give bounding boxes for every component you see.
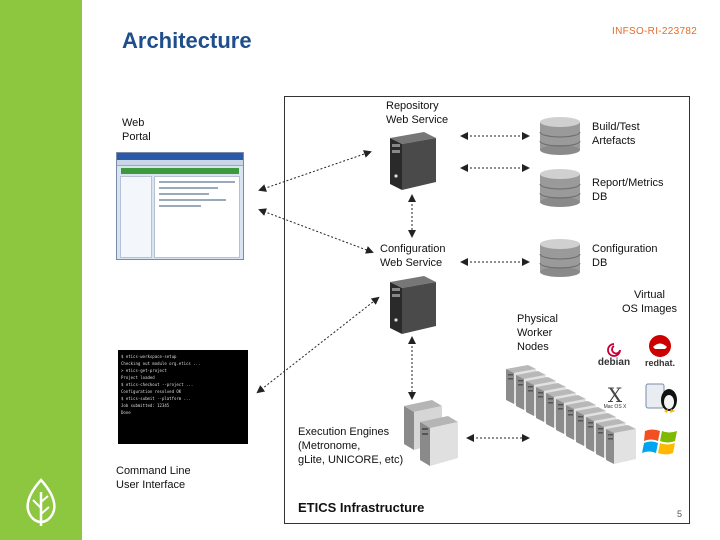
page-number: 5 — [677, 509, 683, 519]
build-test-label: Build/Test Artefacts — [592, 121, 640, 147]
command-line-label: Command Line User Interface — [116, 465, 191, 491]
repository-server-icon — [390, 132, 436, 190]
page-title: Architecture — [122, 28, 252, 53]
redhat-shadowman-icon — [649, 335, 671, 357]
worker-nodes-cluster-icon — [506, 365, 636, 464]
web-portal-label: Web Portal — [122, 117, 151, 143]
configuration-server-icon — [390, 276, 436, 334]
portal-tree-panel — [120, 176, 152, 258]
execution-servers-icon — [404, 400, 458, 466]
macos-x-icon: X — [607, 383, 623, 407]
cli-configuration-arrow — [256, 296, 380, 394]
project-reference: INFSO-RI-223782 — [612, 26, 698, 37]
report-metrics-label: Report/Metrics DB — [592, 177, 664, 203]
execution-engines-label: Execution Engines (Metronome, gLite, UNI… — [298, 426, 404, 466]
configuration-database-icon — [539, 239, 581, 277]
portal-content-panel — [154, 176, 240, 258]
report-database-icon — [539, 169, 581, 207]
linux-tux-icon — [645, 383, 677, 413]
web-portal-screenshot — [116, 152, 244, 260]
macos-logo: X Mac OS X — [603, 383, 627, 410]
leaf-logo-icon — [26, 478, 56, 526]
configuration-ws-label: Configuration Web Service — [380, 243, 446, 269]
terminal-screenshot: $ etics-workspace-setup Checking out mod… — [118, 350, 248, 444]
windows-logo-icon — [642, 429, 677, 455]
side-band — [0, 0, 82, 540]
browser-toolbar — [117, 160, 243, 166]
browser-titlebar — [117, 153, 243, 160]
portal-banner — [121, 168, 239, 174]
redhat-logo: redhat. — [638, 330, 682, 372]
repository-label: Repository Web Service — [386, 100, 449, 126]
debian-logo: debian — [596, 340, 632, 370]
virtual-os-label: Virtual OS Images — [622, 289, 678, 315]
portal-repository-arrow — [258, 150, 372, 192]
configuration-db-label: Configuration DB — [592, 243, 658, 269]
debian-swirl-icon — [607, 342, 621, 357]
artefacts-database-icon — [539, 117, 581, 155]
physical-nodes-label: Physical Worker Nodes — [517, 313, 558, 353]
portal-configuration-arrow — [258, 208, 374, 254]
infrastructure-label: ETICS Infrastructure — [298, 500, 425, 515]
